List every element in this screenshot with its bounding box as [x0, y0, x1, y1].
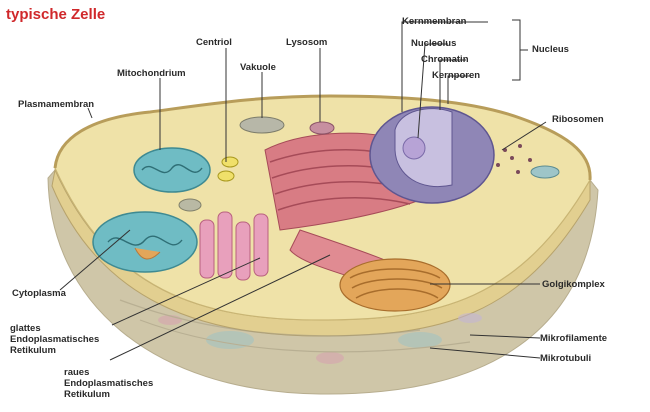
label-kernmembran: Kernmembran [402, 16, 466, 27]
label-chromatin: Chromatin [421, 54, 469, 65]
label-mitochondrium: Mitochondrium [117, 68, 186, 79]
label-centriol: Centriol [196, 37, 232, 48]
vacuole [240, 117, 284, 133]
small-vesicle [179, 199, 201, 211]
label-vakuole: Vakuole [240, 62, 276, 73]
label-nucleus: Nucleus [532, 44, 569, 55]
label-nucleolus: Nucleolus [411, 38, 456, 49]
label-cytoplasma: Cytoplasma [12, 288, 66, 299]
lysosome [310, 122, 334, 134]
label-mikrotubuli: Mikrotubuli [540, 353, 591, 364]
label-ribosomen: Ribosomen [552, 114, 604, 125]
label-mikrofilamente: Mikrofilamente [540, 333, 607, 344]
nucleus [370, 107, 494, 203]
golgi-complex [340, 259, 450, 311]
label-golgikomplex: Golgikomplex [542, 279, 605, 290]
label-glattes-er-line-1: glattes [10, 323, 99, 334]
mitochondrion-top [134, 148, 210, 192]
label-glattes-er-line-2: Endoplasmatisches [10, 334, 99, 345]
label-glattes-er: glattes Endoplasmatisches Retikulum [10, 323, 99, 356]
diagram-title: typische Zelle [6, 6, 105, 23]
label-lysosom: Lysosom [286, 37, 327, 48]
label-raues-er-line-1: raues [64, 367, 153, 378]
label-glattes-er-line-3: Retikulum [10, 345, 99, 356]
organelle-right [531, 166, 559, 178]
nucleolus [403, 137, 425, 159]
label-kernporen: Kernporen [432, 70, 480, 81]
mitochondrion-bottom [93, 212, 197, 272]
label-raues-er: raues Endoplasmatisches Retikulum [64, 367, 153, 400]
label-raues-er-line-3: Retikulum [64, 389, 153, 400]
label-raues-er-line-2: Endoplasmatisches [64, 378, 153, 389]
label-plasmamembran: Plasmamembran [18, 99, 94, 110]
